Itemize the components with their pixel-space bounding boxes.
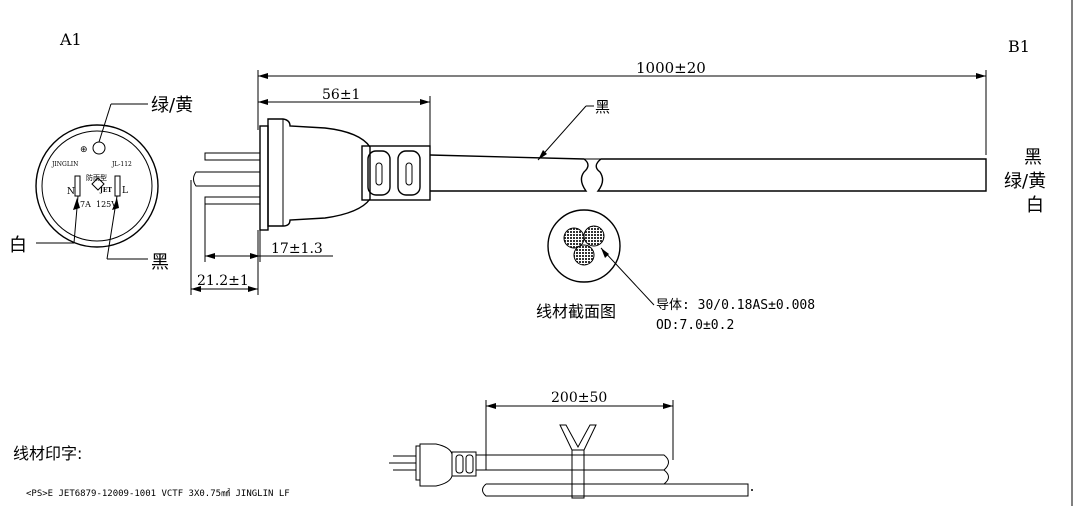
end-b-label: B1 [1008,37,1030,56]
plug-pin-ground [193,171,260,187]
dim-plug-length: 56±1 [257,87,431,146]
jet-logo-text: JET [99,187,112,194]
rain-type-text: 防雨型 [86,173,107,182]
model-text: JL-112 [111,161,132,168]
dim-pin-length-text: 17±1.3 [271,241,323,257]
plug-side-view [193,118,987,231]
plug-pin-bottom [204,196,261,205]
pin-n-label: N [67,187,75,197]
black-wire-label: 黑 [151,252,169,273]
plug-pin-top [204,152,261,161]
print-text: <PS>E JET6879-12009-1001 VCTF 3X0.75㎟ JI… [26,488,290,499]
plug-face-view: ⊕ JINGLIN JL-112 防雨型 JET N L 7A 125V [35,103,159,260]
brand-text: JINGLIN [51,161,78,168]
pin-l-slot [114,175,121,197]
b-end-white-label: 白 [1026,195,1044,216]
ground-symbol: ⊕ [80,145,88,155]
cross-section-title: 线材截面图 [536,302,616,321]
b-end-black-label: 黑 [1024,147,1042,168]
conductor-spec: 导体: 30/0.18AS±0.008 [656,298,815,313]
white-wire-label: 白 [9,235,27,256]
dim-plug-length-text: 56±1 [322,87,360,103]
pin-n-slot [74,175,81,197]
rating-volt: 125V [96,200,117,209]
b-end-greenyellow-label: 绿/黄 [1004,171,1046,192]
print-label: 线材印字: [13,444,82,463]
cable-cross-section [547,209,655,306]
od-spec: OD:7.0±0.2 [656,318,734,333]
dim-bundle-length-text: 200±50 [551,390,607,406]
bundled-cord-view: 200±50 [389,390,753,499]
dim-total-length: 1000±20 [257,59,987,155]
pin-l-label: L [122,186,128,196]
dim-total-length-text: 1000±20 [636,59,706,77]
jacket-color-label: 黑 [595,98,610,116]
end-a-label: A1 [59,30,82,49]
ground-pin-hole [92,141,106,155]
jet-logo-icon [91,177,105,191]
dim-pin-body-text: 21.2±1 [197,273,249,289]
dim-pin-length: 17±1.3 [204,204,333,262]
rating-amp: 7A [80,200,91,209]
ground-color-label: 绿/黄 [151,95,193,116]
dim-pin-body: 21.2±1 [190,180,259,295]
